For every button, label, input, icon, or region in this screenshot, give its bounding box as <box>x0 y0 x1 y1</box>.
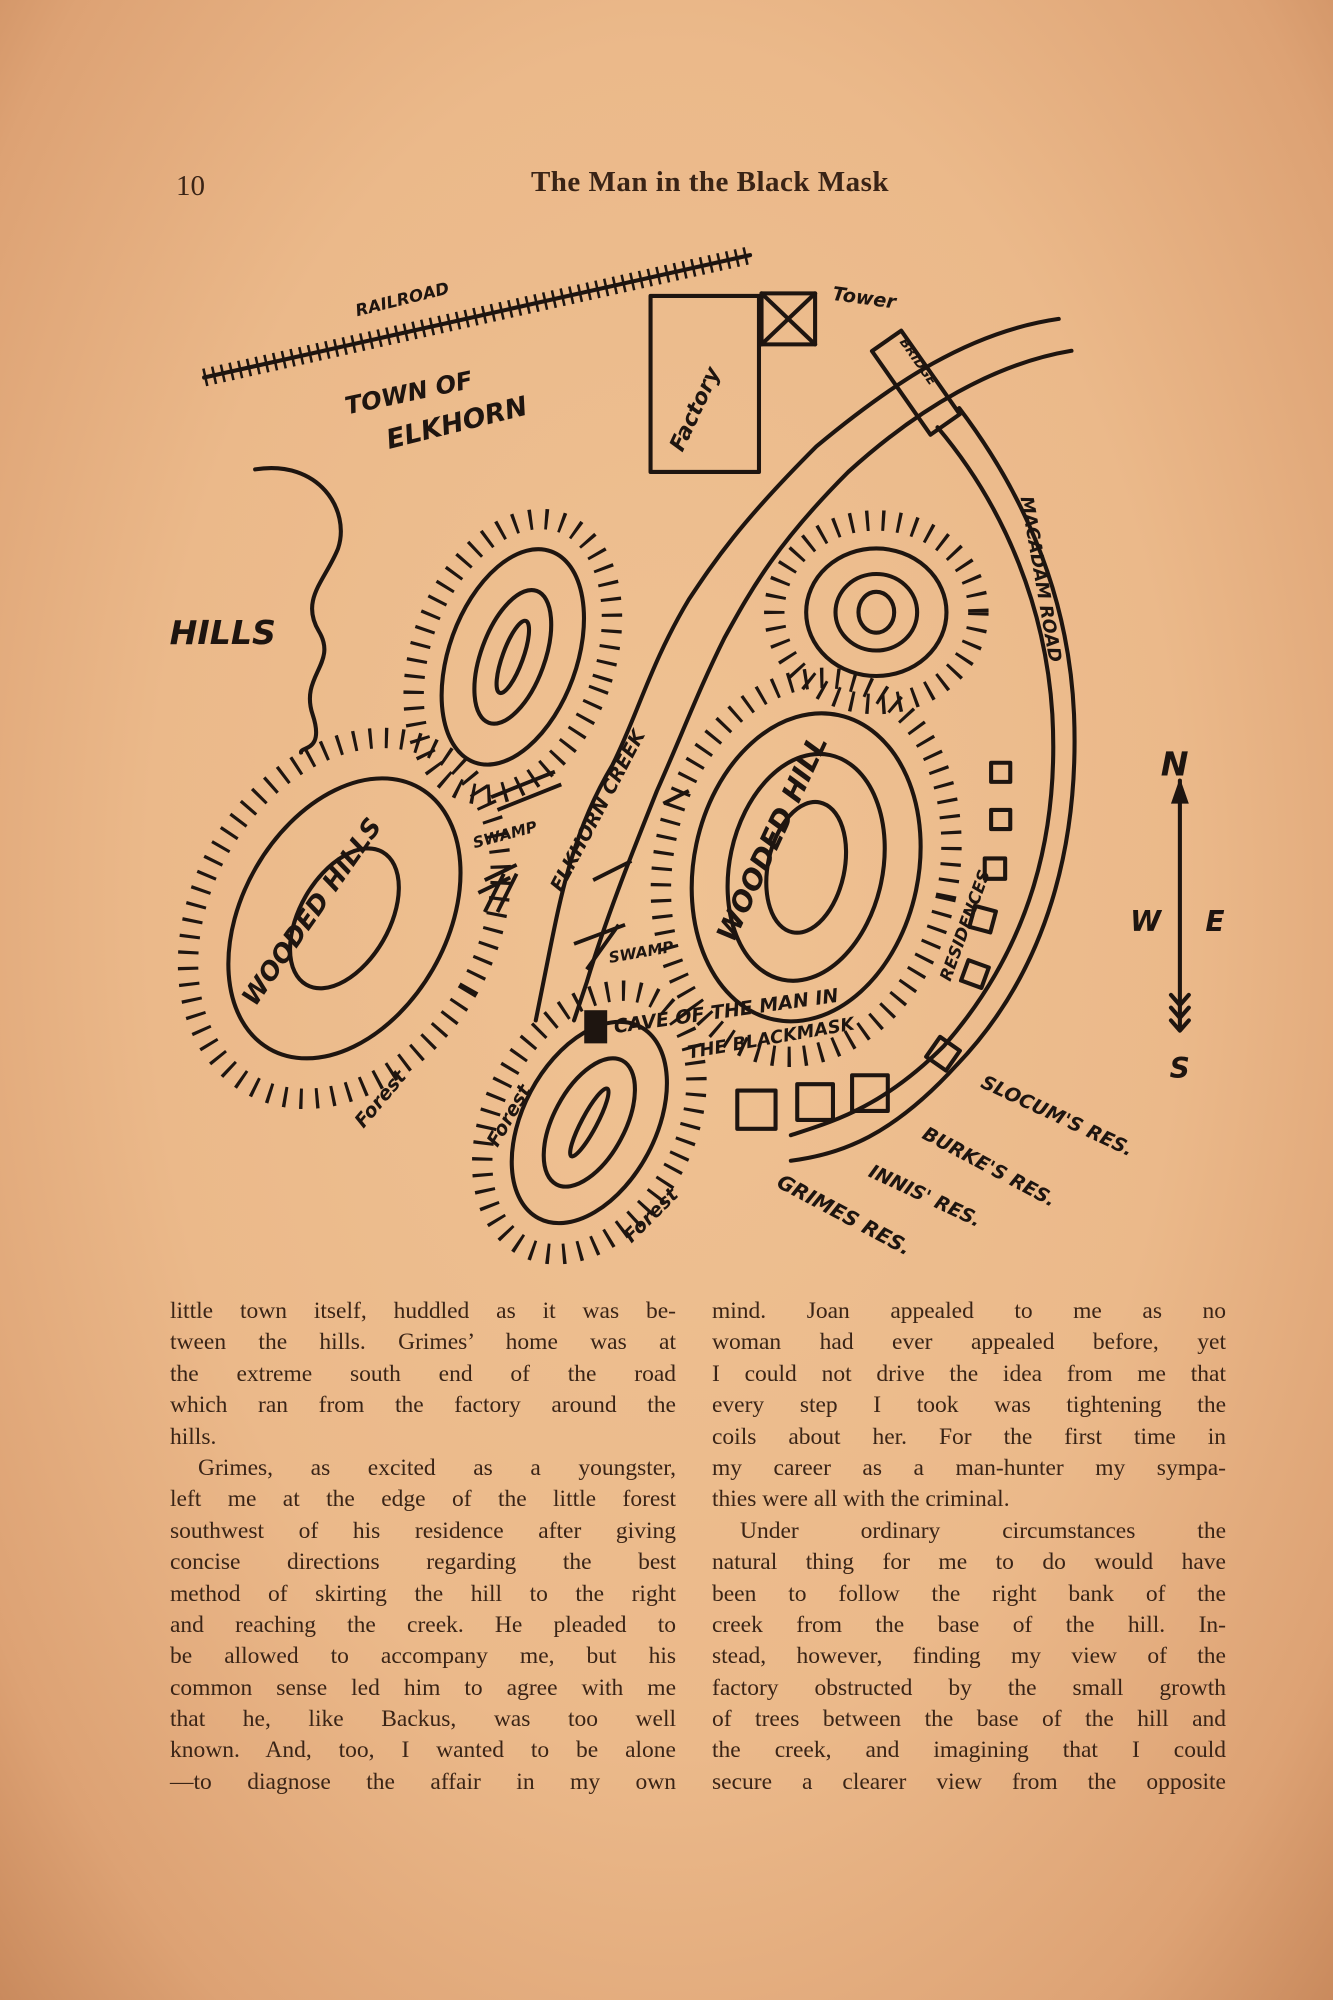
creek-label: ELKHORN CREEK <box>545 725 650 895</box>
swamp-label-1: SWAMP <box>471 818 539 852</box>
text-line: mind. Joan appealed to me as no <box>712 1298 1226 1324</box>
text-line: Grimes, as excited as a youngster, <box>198 1454 676 1481</box>
text-line: creek from the base of the hill. In- <box>712 1611 1226 1638</box>
compass-north: N <box>1161 745 1189 784</box>
hill-upper-left <box>403 508 623 805</box>
compass-south: S <box>1170 1052 1190 1085</box>
text-line: tween the hills. Grimes’ home was at <box>170 1329 676 1356</box>
text-line: hills. <box>170 1423 217 1450</box>
text-line: woman had ever appealed before, yet <box>712 1329 1226 1356</box>
swamp-label-2: SWAMP <box>607 938 675 967</box>
wooded-hills-left <box>177 727 512 1110</box>
macadam-road <box>788 406 1077 1163</box>
text-line: factory obstructed by the small growth <box>712 1674 1226 1701</box>
text-line: the extreme south end of the road <box>170 1360 676 1387</box>
text-line: concise directions regarding the best <box>170 1549 676 1576</box>
text-column-right: mind. Joan appealed to me as no woman had… <box>712 1296 1226 1798</box>
text-line: stead, however, finding my view of the <box>712 1643 1226 1670</box>
bridge <box>869 328 962 437</box>
text-line: common sense led him to agree with me <box>170 1674 676 1701</box>
text-column-left: little town itself, huddled as it was be… <box>170 1296 676 1798</box>
wooded-hills-label: WOODED HILLS <box>236 813 388 1012</box>
page-number: 10 <box>176 170 205 202</box>
text-line: method of skirting the hill to the right <box>170 1580 676 1607</box>
text-line: that he, like Backus, was too well <box>170 1706 676 1733</box>
text-line: I could not drive the idea from me that <box>712 1360 1226 1387</box>
residence-squares <box>735 760 1013 1131</box>
text-line: secure a clearer view from the opposite <box>712 1768 1226 1795</box>
cave-marker <box>584 1010 608 1044</box>
text-line: coils about her. For the first time in <box>712 1423 1226 1450</box>
text-line: thies were all with the criminal. <box>712 1486 1010 1513</box>
text-line: been to follow the right bank of the <box>712 1580 1226 1607</box>
railroad-label: RAILROAD <box>354 279 452 321</box>
forest-label-2: Forest <box>482 1080 536 1151</box>
hills-label: HILLS <box>170 613 276 652</box>
compass-rose <box>1168 778 1191 1033</box>
text-line: —to diagnose the affair in my own <box>170 1768 676 1795</box>
swamp-marks <box>477 769 690 971</box>
text-line: my career as a man-hunter my sympa- <box>712 1454 1226 1481</box>
text-line: known. And, too, I wanted to be alone <box>170 1737 676 1764</box>
text-line: of trees between the base of the hill an… <box>712 1706 1226 1733</box>
slocum-residence-label: SLOCUM'S RES. <box>978 1070 1138 1161</box>
factory-building <box>648 293 762 474</box>
text-line: be allowed to accompany me, but his <box>170 1643 676 1670</box>
running-title: The Man in the Black Mask <box>530 166 890 198</box>
text-line: southwest of his residence after giving <box>170 1517 676 1544</box>
hill-upper-right <box>764 510 989 715</box>
text-line: and reaching the creek. He pleaded to <box>170 1611 676 1638</box>
text-line: natural thing for me to do would have <box>712 1549 1226 1576</box>
text-line: every step I took was tightening the <box>712 1392 1226 1419</box>
wooded-hill-center <box>650 667 962 1068</box>
text-line: Under ordinary circumstances the <box>740 1517 1226 1544</box>
text-line: the creek, and imagining that I could <box>712 1737 1226 1764</box>
compass-west: W <box>1130 905 1163 938</box>
text-line: little town itself, huddled as it was be… <box>170 1298 676 1324</box>
hills-boundary <box>253 466 343 755</box>
tower-label: Tower <box>831 282 899 314</box>
tower-icon <box>759 291 818 347</box>
text-line: left me at the edge of the little forest <box>170 1486 676 1513</box>
compass-east: E <box>1205 905 1224 938</box>
railroad-track <box>202 246 753 387</box>
text-line: which ran from the factory around the <box>170 1392 676 1419</box>
forest-label-1: Forest <box>350 1065 412 1132</box>
factory-label: Factory <box>665 363 726 456</box>
